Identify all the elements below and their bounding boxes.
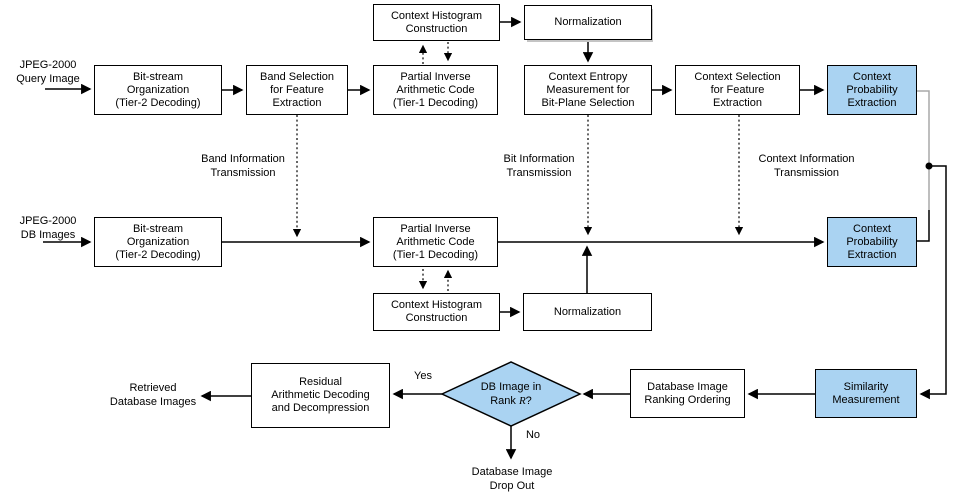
label-band-information: Band Information Transmission [201, 153, 285, 179]
box-normalization-db: Normalization [523, 293, 652, 331]
wire-junction-to-similarity [919, 165, 947, 400]
box-context-entropy: Context Entropy Measurement for Bit-Plan… [524, 65, 652, 115]
box-context-probability-db: Context Probability Extraction [827, 217, 917, 267]
box-context-histogram-db: Context Histogram Construction [373, 293, 500, 331]
box-bitstream-organization-db: Bit-stream Organization (Tier-2 Decoding… [94, 217, 222, 267]
box-residual-decoding: Residual Arithmetic Decoding and Decompr… [251, 363, 390, 428]
box-context-probability-query: Context Probability Extraction [827, 65, 917, 115]
label-context-information: Context Information Transmission [758, 153, 855, 179]
label-yes: Yes [414, 370, 432, 382]
box-context-selection: Context Selection for Feature Extraction [675, 65, 800, 115]
wire-ctxprob1-down [917, 90, 930, 210]
box-partial-inverse-db: Partial Inverse Arithmetic Code (Tier-1 … [373, 217, 498, 267]
junction-dot [925, 162, 933, 170]
box-context-histogram-query: Context Histogram Construction [373, 4, 500, 41]
decision-diamond-text: DB Image in Rank R? [447, 380, 575, 408]
wire-ctxprob2-up [917, 210, 930, 242]
box-ranking-ordering: Database Image Ranking Ordering [630, 369, 745, 418]
decision-line1: DB Image in [480, 381, 542, 393]
box-normalization-query: Normalization [524, 5, 652, 40]
rank-symbol: R [518, 395, 526, 407]
label-db-input: JPEG-2000 DB Images [19, 215, 77, 241]
label-bit-information: Bit Information Transmission [503, 153, 575, 179]
decision-line2: Rank R? [490, 395, 532, 407]
label-query-input: JPEG-2000 Query Image [16, 59, 80, 85]
box-band-selection: Band Selection for Feature Extraction [246, 65, 348, 115]
decision-diamond [440, 361, 582, 427]
label-drop-out: Database Image Drop Out [471, 466, 553, 492]
box-similarity-measurement: Similarity Measurement [815, 369, 917, 418]
box-bitstream-organization-query: Bit-stream Organization (Tier-2 Decoding… [94, 65, 222, 115]
label-retrieved-images: Retrieved Database Images [109, 382, 197, 408]
box-partial-inverse-query: Partial Inverse Arithmetic Code (Tier-1 … [373, 65, 498, 115]
label-no: No [525, 429, 541, 441]
